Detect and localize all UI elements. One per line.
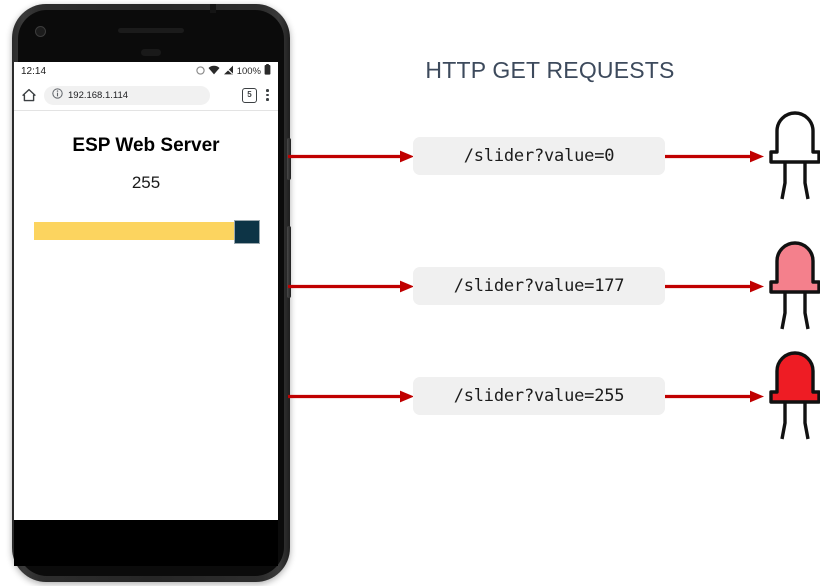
web-page-content: ESP Web Server 255 — [14, 110, 278, 520]
request-row: /slider?value=177 — [288, 241, 820, 330]
request-row: /slider?value=0 — [288, 111, 820, 200]
led-full-icon — [765, 351, 820, 441]
led-off-icon — [765, 111, 820, 201]
request-label: /slider?value=0 — [413, 137, 665, 175]
tab-count-button[interactable]: 5 — [242, 87, 257, 103]
info-icon[interactable] — [52, 86, 63, 104]
wifi-icon — [208, 62, 220, 80]
earpiece-speaker — [118, 28, 184, 33]
arrow-right-icon — [665, 389, 765, 404]
phone-antenna-line — [210, 4, 216, 13]
proximity-sensor — [141, 49, 161, 56]
diagram-title: HTTP GET REQUESTS — [425, 57, 675, 83]
front-camera-icon — [35, 26, 46, 37]
led-dim-icon — [765, 241, 820, 331]
arrow-right-icon — [288, 279, 415, 294]
url-bar[interactable]: 192.168.1.114 — [44, 85, 210, 105]
status-bar: 12:14 100% — [14, 62, 278, 80]
signal-icon — [223, 62, 234, 80]
brightness-slider[interactable] — [33, 220, 260, 244]
three-dot-menu-icon[interactable] — [266, 89, 269, 101]
arrow-right-icon — [288, 389, 415, 404]
arrow-right-icon — [288, 149, 415, 164]
record-circle-icon — [196, 62, 205, 80]
status-icons: 100% — [196, 62, 271, 80]
home-icon[interactable] — [21, 87, 37, 103]
volume-button[interactable] — [287, 226, 291, 298]
url-text[interactable]: 192.168.1.114 — [68, 89, 129, 101]
slider-thumb[interactable] — [233, 220, 260, 244]
slider-value-readout: 255 — [131, 173, 161, 192]
arrow-right-icon — [665, 279, 765, 294]
battery-percent-label: 100% — [236, 65, 261, 77]
request-row: /slider?value=255 — [288, 351, 820, 440]
status-time: 12:14 — [21, 65, 47, 77]
request-label: /slider?value=177 — [413, 267, 665, 305]
arrow-right-icon — [665, 149, 765, 164]
phone-screen-bottom-area — [14, 520, 278, 566]
battery-icon — [264, 62, 271, 80]
browser-toolbar: 192.168.1.114 5 — [14, 80, 278, 110]
request-label: /slider?value=255 — [413, 377, 665, 415]
page-title: ESP Web Server — [72, 135, 220, 156]
phone-screen: 12:14 100% — [14, 62, 278, 520]
power-button[interactable] — [287, 138, 291, 180]
slider-track[interactable] — [33, 222, 259, 240]
